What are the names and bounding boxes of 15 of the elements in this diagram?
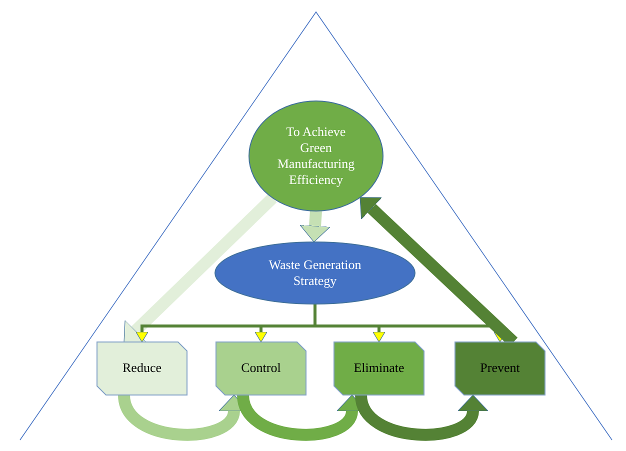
node-label: Reduce	[122, 360, 162, 377]
goal-ellipse	[249, 101, 383, 211]
step-box	[455, 342, 545, 395]
node-label: To Achieve Green Manufacturing Efficiency	[276, 124, 356, 188]
node-label: Prevent	[479, 360, 521, 377]
arrow	[300, 210, 330, 242]
step-box	[97, 342, 187, 395]
arrow	[124, 194, 277, 342]
step-box	[216, 342, 306, 395]
node-label: Control	[240, 360, 282, 377]
goal-ellipse	[215, 242, 415, 304]
step-box	[334, 342, 424, 395]
arrow	[355, 394, 488, 441]
node-label: Waste Generation Strategy	[268, 256, 362, 290]
node-label: Eliminate	[352, 360, 406, 377]
